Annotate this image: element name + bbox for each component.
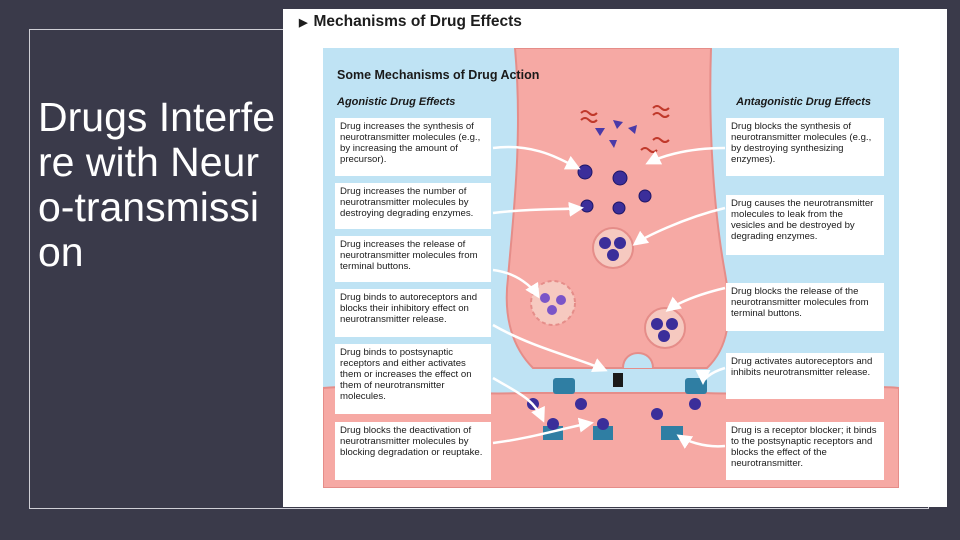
figure-header: ▶ Mechanisms of Drug Effects — [299, 13, 522, 31]
antagonistic-heading: Antagonistic Drug Effects — [736, 96, 871, 108]
agonistic-mechanism-box: Drug increases the synthesis of neurotra… — [335, 118, 491, 176]
molecule-fragment-icon — [595, 120, 637, 148]
figure-header-text: Mechanisms of Drug Effects — [313, 13, 522, 30]
arrows — [492, 145, 726, 449]
release-pocket-icon — [622, 352, 654, 369]
slide-title: Drugs Interfere with Neuro-transmission — [38, 94, 275, 275]
vesicle-icon — [592, 227, 634, 269]
antagonistic-mechanism-box: Drug blocks the synthesis of neurotransm… — [726, 118, 884, 176]
antagonistic-mechanism-box: Drug is a receptor blocker; it binds to … — [726, 422, 884, 480]
antagonistic-mechanism-box: Drug activates autoreceptors and inhibit… — [726, 353, 884, 399]
agonistic-mechanism-box: Drug increases the release of neurotrans… — [335, 236, 491, 282]
agonistic-heading: Agonistic Drug Effects — [337, 96, 456, 108]
panel-title: Some Mechanisms of Drug Action — [337, 68, 540, 82]
antagonistic-mechanism-box: Drug causes the neurotransmitter molecul… — [726, 195, 884, 255]
agonistic-mechanism-box: Drug binds to postsynaptic receptors and… — [335, 344, 491, 414]
drug-icon — [613, 373, 623, 387]
antagonistic-mechanism-box: Drug blocks the release of the neurotran… — [726, 283, 884, 331]
enzyme-icon — [580, 105, 670, 153]
leaking-vesicle-icon — [530, 280, 576, 326]
agonistic-mechanism-box: Drug binds to autoreceptors and blocks t… — [335, 289, 491, 337]
agonistic-mechanism-box: Drug blocks the deactivation of neurotra… — [335, 422, 491, 480]
figure: ▶ Mechanisms of Drug Effects — [283, 9, 947, 507]
vesicle-icon — [644, 307, 686, 349]
agonistic-mechanism-box: Drug increases the number of neurotransm… — [335, 183, 491, 229]
neurotransmitter-molecules — [577, 164, 652, 215]
play-triangle-icon: ▶ — [299, 17, 308, 29]
diagram-panel: Some Mechanisms of Drug Action Agonistic… — [323, 48, 899, 488]
autoreceptor-icon — [553, 378, 707, 394]
